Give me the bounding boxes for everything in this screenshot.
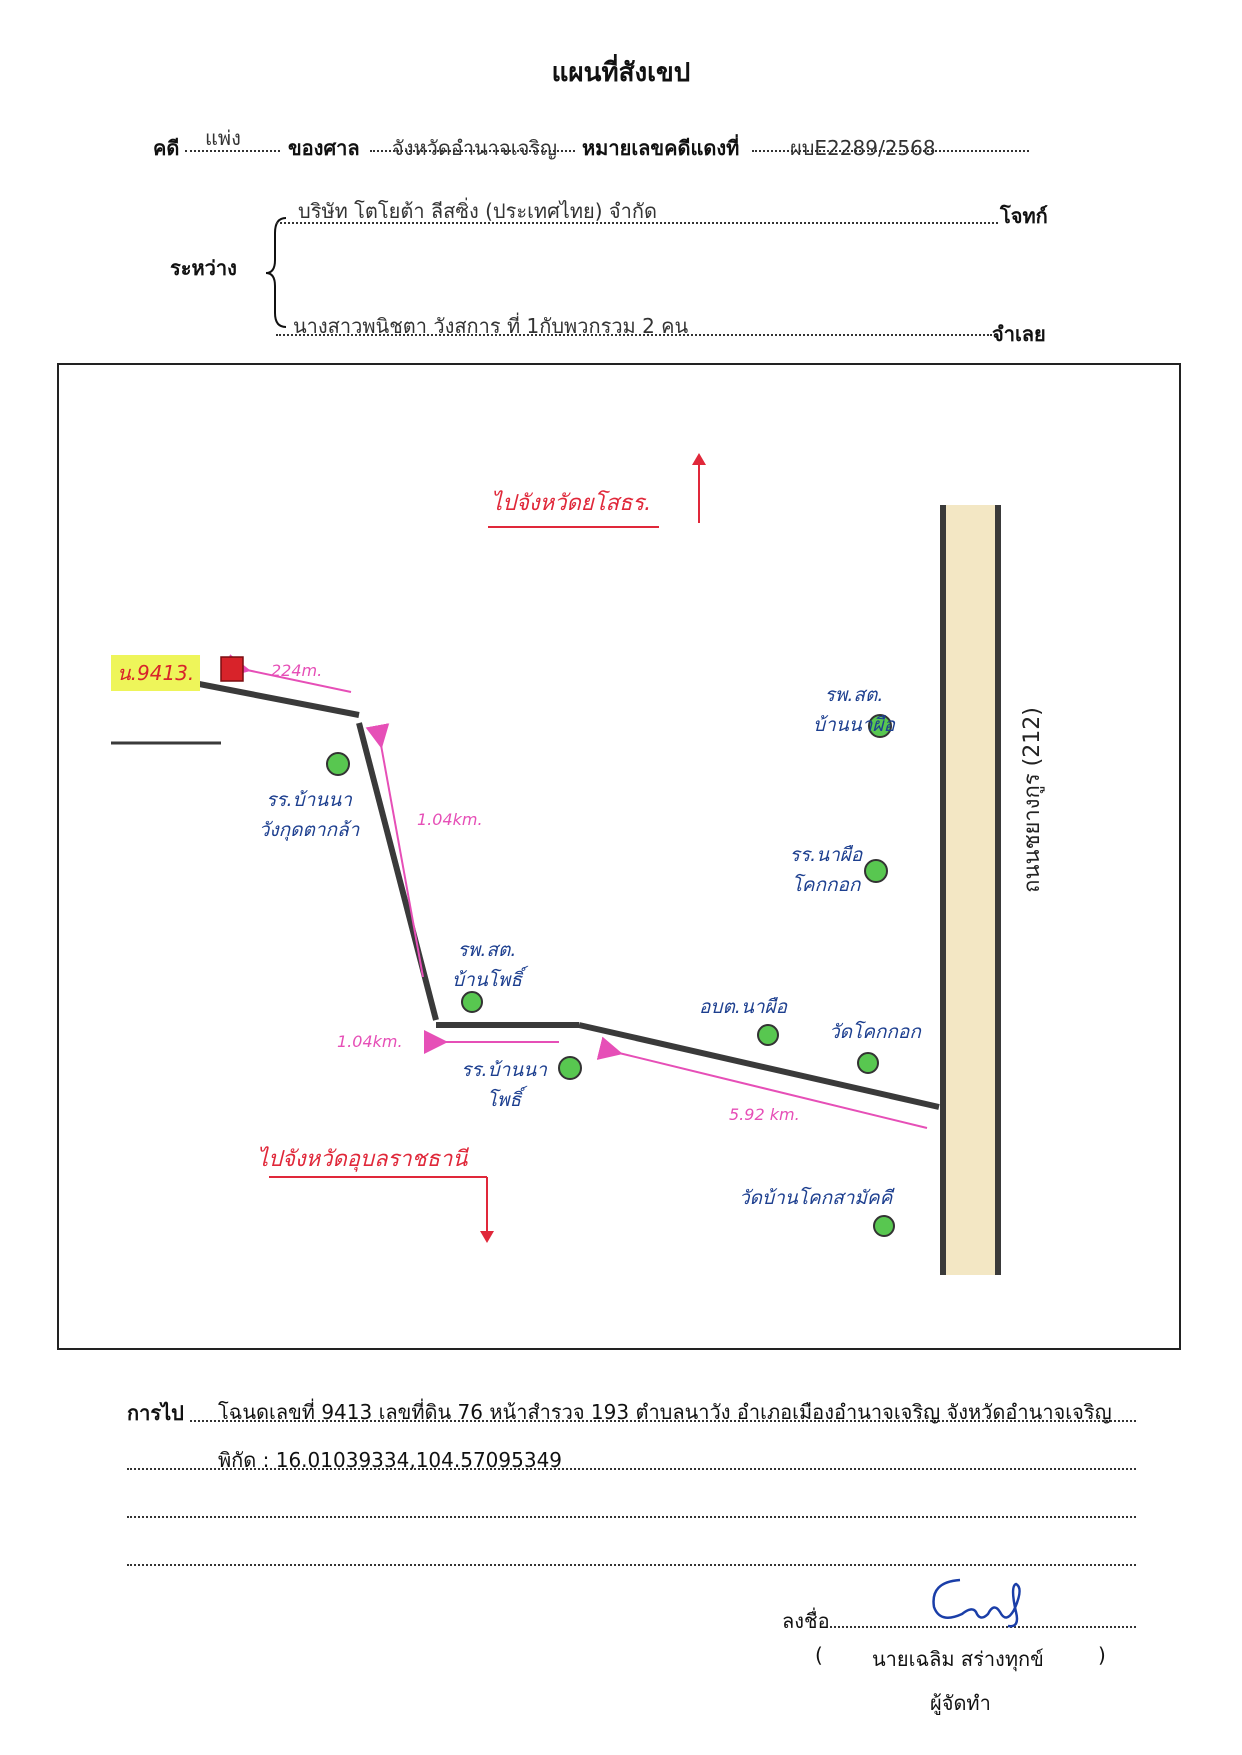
highway-band bbox=[943, 505, 998, 1275]
directions-line-2 bbox=[127, 1468, 1136, 1470]
brace bbox=[265, 217, 287, 328]
landmark-school-naphue bbox=[864, 859, 888, 883]
distance-592km: 5.92 km. bbox=[729, 1105, 800, 1124]
directions-line-4 bbox=[127, 1564, 1136, 1566]
plaintiff-label: โจทก์ bbox=[1000, 204, 1048, 228]
direction-north-label: ไปจังหวัดยโสธร. bbox=[491, 491, 652, 516]
place-clinic-naphue: รพ.สต. บ้านนาผือ bbox=[813, 684, 895, 736]
parcel-marker bbox=[220, 656, 244, 682]
sign-label: ลงชื่อ bbox=[782, 1609, 830, 1633]
place-clinic-napho: รพ.สต. บ้านโพธิ์ bbox=[451, 939, 523, 991]
parcel-label: น.9413. bbox=[111, 655, 201, 691]
highway-label: ถนนชยางกูร (212) bbox=[1020, 707, 1045, 893]
between-label: ระหว่าง bbox=[170, 256, 237, 280]
landmark-clinic-naphue bbox=[868, 714, 892, 738]
arrow-592km bbox=[596, 1036, 928, 1129]
landmark-temple-khoksamakkhi bbox=[873, 1215, 895, 1237]
court-line bbox=[370, 150, 575, 152]
directions-label: การไป bbox=[127, 1401, 184, 1425]
landmark-school-napho bbox=[558, 1056, 582, 1080]
map-drawing bbox=[111, 453, 1001, 1275]
landmark-clinic-napho bbox=[461, 991, 483, 1013]
defendant-line bbox=[276, 334, 992, 336]
directions-line-1 bbox=[190, 1420, 1136, 1422]
signature-scribble bbox=[932, 1578, 1021, 1628]
road-north-segment bbox=[356, 722, 439, 1021]
sketch-map: ไปจังหวัดยโสธร. ไปจังหวัดอุบลราชธานี น.9… bbox=[57, 363, 1181, 1350]
directions-text-2: พิกัด : 16.01039334,104.57095349 bbox=[218, 1448, 563, 1472]
sign-close-paren: ) bbox=[1098, 1643, 1106, 1667]
place-temple-khokkok: วัดโคกกอก bbox=[829, 1021, 921, 1043]
case-label: คดี bbox=[153, 136, 180, 160]
south-arrow-head bbox=[480, 1231, 494, 1243]
landmark-temple-khokkok bbox=[857, 1052, 879, 1074]
red-case-no-label: หมายเลขคดีแดงที่ bbox=[582, 136, 740, 160]
north-arrow-head bbox=[692, 453, 706, 465]
plaintiff-line bbox=[276, 222, 998, 224]
signer-role: ผู้จัดทำ bbox=[930, 1691, 991, 1715]
landmark-sao-naphue bbox=[757, 1024, 779, 1046]
directions-line-3 bbox=[127, 1516, 1136, 1518]
distance-104km-north: 1.04km. bbox=[417, 810, 483, 829]
red-case-no-line bbox=[752, 150, 1029, 152]
plaintiff-name: บริษัท โตโยต้า ลีสซิ่ง (ประเทศไทย) จำกัด bbox=[298, 199, 657, 223]
page-title: แผนที่สังเขป bbox=[551, 58, 691, 88]
place-temple-khoksamakkhi: วัดบ้านโคกสามัคคี bbox=[739, 1187, 893, 1209]
place-school-wangkud: รร.บ้านนา วังกุดตากล้า bbox=[258, 789, 360, 841]
directions-text-1: โฉนดเลขที่ 9413 เลขที่ดิน 76 หน้าสำรวจ 1… bbox=[218, 1400, 1112, 1424]
case-type: แพ่ง bbox=[205, 126, 241, 150]
defendant-label: จำเลย bbox=[992, 322, 1046, 346]
sign-open-paren: ( bbox=[815, 1643, 823, 1667]
arrow-224m bbox=[224, 654, 352, 693]
sign-line bbox=[830, 1626, 1136, 1628]
red-case-no: ผบE2289/2568 bbox=[790, 136, 936, 160]
arrow-104km-north bbox=[365, 723, 424, 978]
place-school-naphue: รร.นาผือ โคกกอก bbox=[789, 844, 863, 896]
road-to-highway bbox=[578, 1022, 940, 1110]
place-sao-naphue: อบต.นาผือ bbox=[699, 996, 788, 1018]
landmark-school-wangkud bbox=[326, 752, 350, 776]
court-name: จังหวัดอำนาจเจริญ bbox=[392, 136, 558, 160]
case-type-line bbox=[185, 150, 280, 152]
direction-south-label: ไปจังหวัดอุบลราชธานี bbox=[257, 1147, 468, 1172]
landmark-dots bbox=[326, 714, 895, 1237]
distance-104km-west: 1.04km. bbox=[337, 1032, 403, 1051]
distance-224m: 224m. bbox=[271, 661, 323, 680]
place-school-napho: รร.บ้านนา โพธิ์ bbox=[461, 1059, 547, 1111]
signer-name: นายเฉลิม สร่างทุกข์ bbox=[872, 1647, 1044, 1671]
court-label: ของศาล bbox=[288, 136, 360, 160]
defendant-name: นางสาวพนิชตา วังสการ ที่ 1กับพวกรวม 2 คน bbox=[293, 314, 689, 338]
